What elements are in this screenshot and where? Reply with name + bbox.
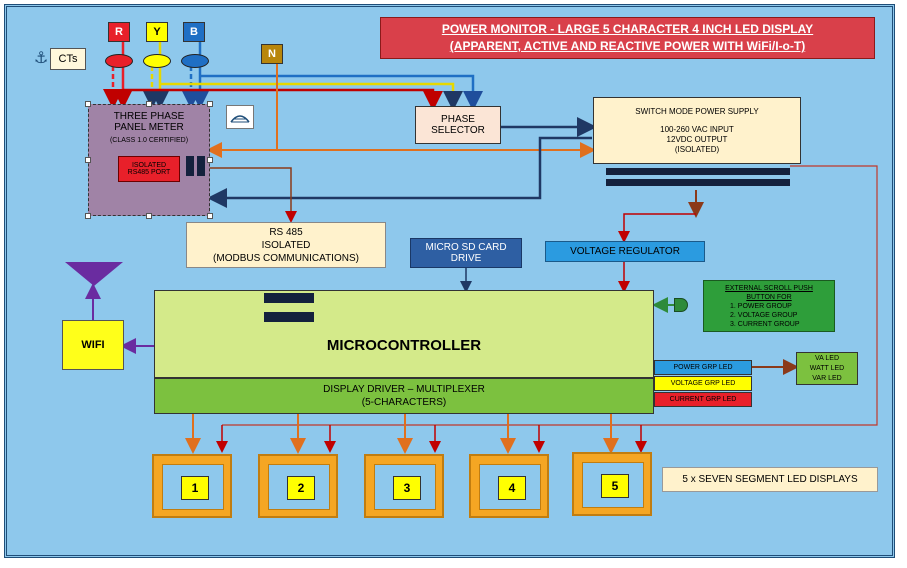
phase-selector-line-2: SELECTOR <box>431 125 485 136</box>
neutral-tag: N <box>261 44 283 64</box>
var-led-label: VAR LED <box>812 374 842 382</box>
digit-label: 5 <box>601 474 629 498</box>
smps-line-2: 100-260 VAC INPUT <box>660 124 734 134</box>
phase-r-tag: R <box>108 22 130 42</box>
selection-handle <box>207 157 213 163</box>
smps: SWITCH MODE POWER SUPPLY 100-260 VAC INP… <box>593 97 801 164</box>
mini-chart-graphic <box>230 115 250 123</box>
display-driver: DISPLAY DRIVER – MULTIPLEXER (5-CHARACTE… <box>154 378 654 414</box>
rs485-port: ISOLATED RS485 PORT <box>118 156 180 182</box>
heatsink-bar <box>606 179 790 186</box>
title-line-1: POWER MONITOR - LARGE 5 CHARACTER 4 INCH… <box>441 22 814 36</box>
ct-y-icon <box>143 54 171 68</box>
selection-handle <box>146 213 152 219</box>
scroll-button-note: EXTERNAL SCROLL PUSH BUTTON FOR 1. POWER… <box>703 280 835 332</box>
rs485-line-1: RS 485 <box>269 226 303 238</box>
rs485-line-2: ISOLATED <box>261 239 311 251</box>
seven-segment-display-5: 5 <box>572 452 652 516</box>
display-driver-line-1: DISPLAY DRIVER – MULTIPLEXER <box>323 384 485 395</box>
selection-handle <box>85 101 91 107</box>
connector-block <box>197 156 205 176</box>
selection-handle <box>85 157 91 163</box>
panel-meter-line-2: PANEL METER <box>114 122 184 133</box>
seven-segment-display-1: 1 <box>152 454 232 518</box>
antenna-icon <box>65 262 123 286</box>
seven-segment-display-4: 4 <box>469 454 549 518</box>
smps-line-1: SWITCH MODE POWER SUPPLY <box>635 106 759 116</box>
scroll-button-item-2: 2. VOLTAGE GROUP <box>730 311 798 319</box>
sd-card-line-2: DRIVE <box>450 253 482 264</box>
digit-label: 3 <box>393 476 421 500</box>
title-line-2: (APPARENT, ACTIVE AND REACTIVE POWER WIT… <box>449 39 806 53</box>
phase-selector-line-1: PHASE <box>441 114 475 125</box>
rs485-line-3: (MODBUS COMMUNICATIONS) <box>213 252 359 264</box>
connector-block <box>186 156 194 176</box>
anchor-icon: ⚓ <box>34 48 49 67</box>
digit-label: 2 <box>287 476 315 500</box>
seven-segment-display-2: 2 <box>258 454 338 518</box>
digit-label: 1 <box>181 476 209 500</box>
selection-handle <box>207 101 213 107</box>
watt-led-label: WATT LED <box>809 364 845 372</box>
display-window <box>582 462 644 508</box>
current-group-led: CURRENT GRP LED <box>654 392 752 407</box>
rs485-module: RS 485 ISOLATED (MODBUS COMMUNICATIONS) <box>186 222 386 268</box>
scroll-button-line-2: BUTTON FOR <box>746 293 792 301</box>
voltage-group-led: VOLTAGE GRP LED <box>654 376 752 391</box>
phase-y-tag: Y <box>146 22 168 42</box>
display-caption: 5 x SEVEN SEGMENT LED DISPLAYS <box>662 467 878 492</box>
ct-b-icon <box>181 54 209 68</box>
scroll-button-item-1: 1. POWER GROUP <box>730 302 792 310</box>
selection-handle <box>85 213 91 219</box>
unit-leds: VA LED WATT LED VAR LED <box>796 352 858 385</box>
connector-block <box>264 293 314 303</box>
cts-label: CTs <box>50 48 86 70</box>
panel-meter-line-3: (CLASS 1.0 CERTIFIED) <box>109 137 189 144</box>
scroll-button-item-3: 3. CURRENT GROUP <box>730 320 800 328</box>
selection-handle <box>146 101 152 107</box>
wifi-module: WIFI <box>62 320 124 370</box>
microcontroller-label: MICROCONTROLLER <box>326 336 482 354</box>
va-led-label: VA LED <box>815 354 839 362</box>
smps-line-4: (ISOLATED) <box>674 144 720 154</box>
phase-selector: PHASE SELECTOR <box>415 106 501 144</box>
selection-handle <box>207 213 213 219</box>
rs485-port-line-1: ISOLATED <box>131 162 167 169</box>
phase-b-tag: B <box>183 22 205 42</box>
microcontroller: MICROCONTROLLER <box>154 290 654 378</box>
connector-block <box>264 312 314 322</box>
push-button-icon <box>674 298 688 312</box>
voltage-regulator: VOLTAGE REGULATOR <box>545 241 705 262</box>
digit-label: 4 <box>498 476 526 500</box>
power-group-led: POWER GRP LED <box>654 360 752 375</box>
seven-segment-display-3: 3 <box>364 454 444 518</box>
sd-card-line-1: MICRO SD CARD <box>425 242 507 253</box>
title-banner: POWER MONITOR - LARGE 5 CHARACTER 4 INCH… <box>380 17 875 59</box>
ct-r-icon <box>105 54 133 68</box>
scroll-button-line-1: EXTERNAL SCROLL PUSH <box>725 284 813 292</box>
mini-chart-icon <box>226 105 254 129</box>
smps-line-3: 12VDC OUTPUT <box>666 134 728 144</box>
display-driver-line-2: (5-CHARACTERS) <box>361 397 447 408</box>
panel-meter-line-1: THREE PHASE <box>113 111 185 122</box>
heatsink-bar <box>606 168 790 175</box>
rs485-port-line-2: RS485 PORT <box>127 169 171 176</box>
sd-card-drive: MICRO SD CARD DRIVE <box>410 238 522 268</box>
